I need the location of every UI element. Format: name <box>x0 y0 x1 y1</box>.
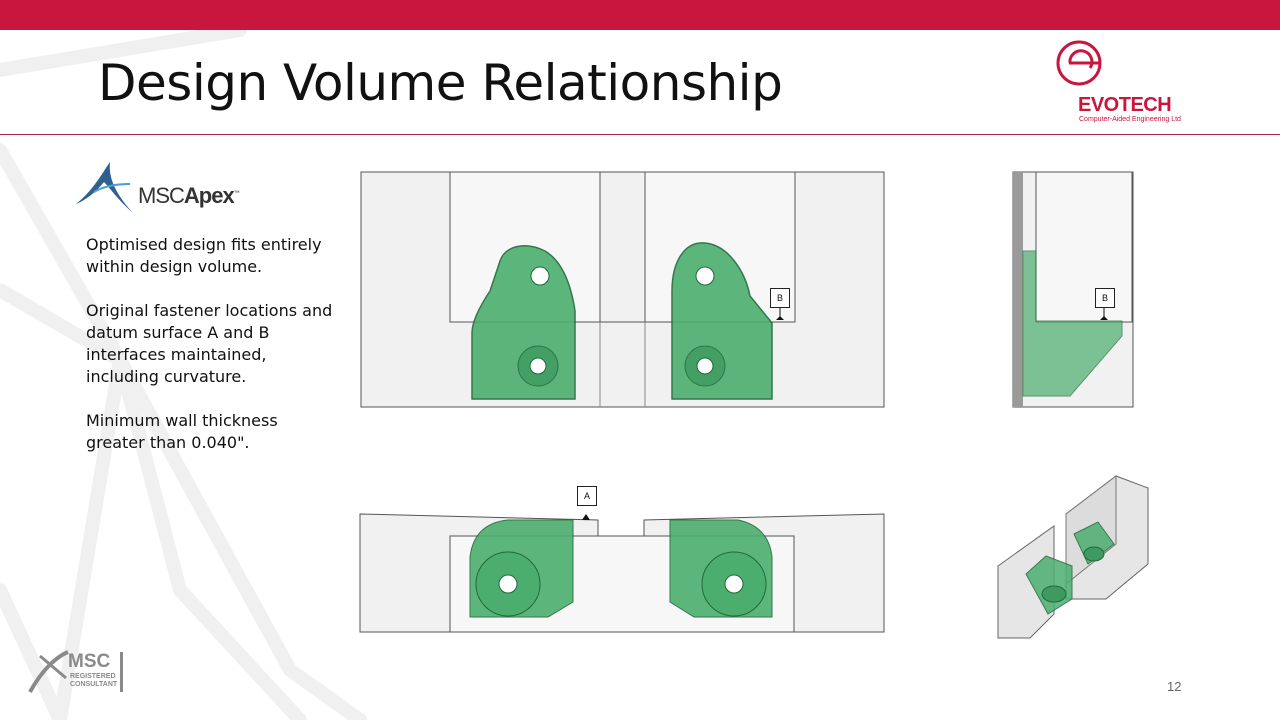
page-number: 12 <box>1167 679 1182 694</box>
bracket-right-top <box>669 519 773 618</box>
bracket-left-front <box>471 245 576 400</box>
msc-registered-consultant-logo <box>28 650 123 693</box>
msc-apex-logo-mark <box>76 162 132 212</box>
slide-title: Design Volume Relationship <box>98 54 783 112</box>
datum-b-label-front: B <box>770 288 790 308</box>
msc-registered-subtitle: REGISTERED CONSULTANT <box>70 673 117 689</box>
bracket-right-front <box>671 242 773 400</box>
product-prefix: MSC <box>138 183 185 208</box>
side-view-drawing <box>1012 171 1134 408</box>
note-design-volume: Optimised design fits entirely within de… <box>86 235 322 276</box>
msc-consultant-line: CONSULTANT <box>70 681 118 688</box>
datum-b-label-side: B <box>1095 288 1115 308</box>
msc-apex-wordmark: MSCApex™ <box>138 183 240 209</box>
trademark-symbol: ™ <box>233 190 240 197</box>
background-mesh-pattern <box>0 30 367 720</box>
msc-registered-title: MSC <box>68 651 111 672</box>
top-accent-bar <box>0 0 1280 30</box>
company-name: EVOTECH <box>1078 94 1172 116</box>
evotech-logo <box>1056 40 1102 86</box>
product-name: Apex <box>183 183 235 208</box>
front-view-drawing <box>360 171 885 408</box>
title-divider <box>0 134 1280 135</box>
datum-a-label: A <box>577 486 597 506</box>
msc-registered-line: REGISTERED <box>70 673 116 680</box>
note-interfaces: Original fastener locations and datum su… <box>86 301 333 386</box>
isometric-view-drawing <box>997 474 1149 639</box>
top-view-drawing <box>359 513 885 633</box>
note-wall-thickness: Minimum wall thickness greater than 0.04… <box>86 411 278 452</box>
notes-text: Optimised design fits entirely within de… <box>86 234 336 476</box>
company-tagline: Computer-Aided Engineering Ltd <box>1079 116 1181 123</box>
bracket-left-top <box>469 519 574 618</box>
